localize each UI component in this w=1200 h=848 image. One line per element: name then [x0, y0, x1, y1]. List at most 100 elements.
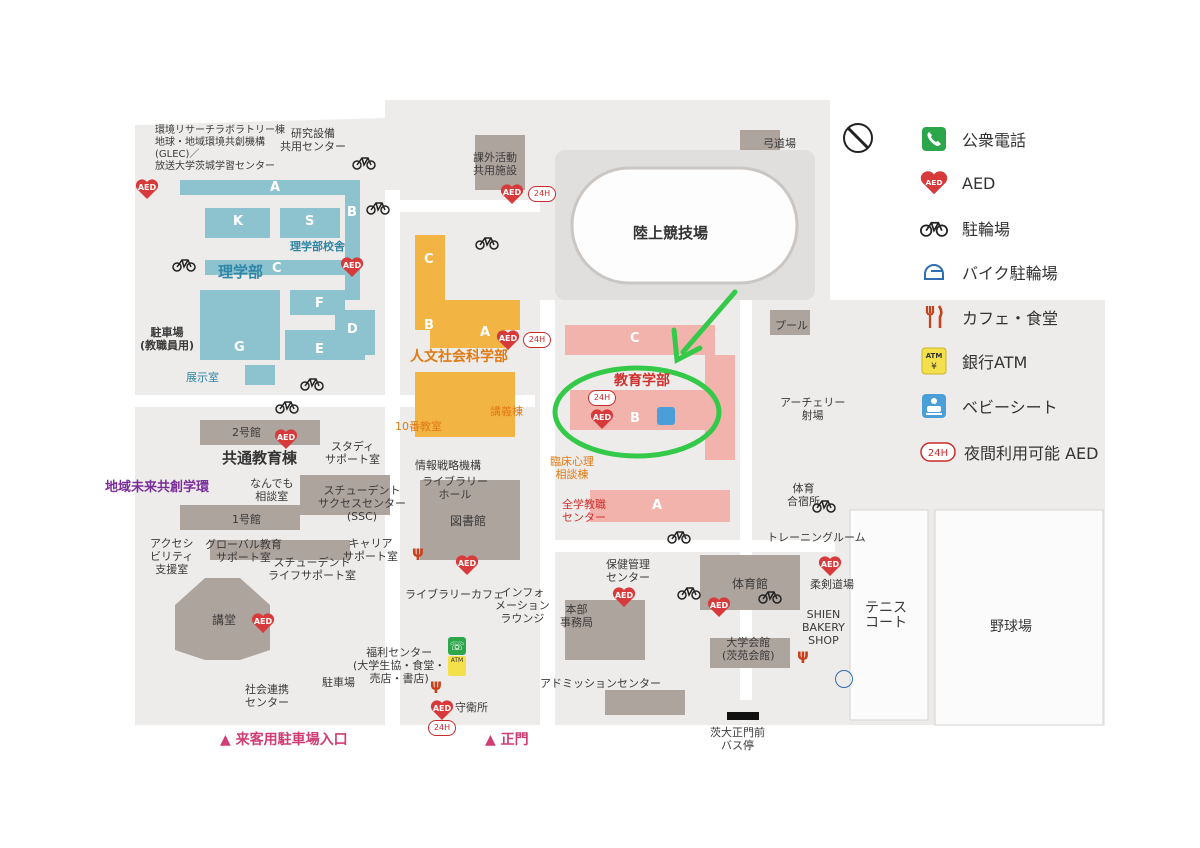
legend-item-24h: 24H 夜間利用可能 AED: [920, 437, 1098, 467]
label-training-room: トレーニングルーム: [767, 531, 866, 544]
public-phone-icon: ☏: [448, 637, 466, 655]
aed-icon: AED: [430, 699, 454, 721]
sports-fields: [849, 509, 1104, 726]
label-info-strategy: 情報戦略機構: [415, 459, 481, 472]
svg-text:AED: AED: [925, 178, 942, 187]
label-library-hall: ライブラリー ホール: [422, 475, 488, 501]
science-buildings: [180, 180, 375, 385]
label-science-school: 理学部: [218, 263, 264, 281]
bicycle-icon: [300, 375, 324, 391]
badge-24h-icon: 24H: [528, 186, 556, 202]
block-science-a: A: [270, 180, 281, 195]
label-guard: 守衛所: [455, 701, 488, 714]
visitor-parking-entrance: ▲ 来客用駐車場入口: [220, 732, 348, 748]
label-tennis: テニス コート: [865, 600, 907, 631]
label-clinical: 臨床心理 相談棟: [550, 455, 594, 481]
bicycle-icon: [275, 398, 299, 414]
label-science-campus: 理学部校舎: [290, 240, 345, 253]
legend-item-baby: ベビーシート: [920, 391, 1058, 421]
label-ssc: スチューデント サクセスセンター (SSC): [318, 484, 406, 523]
label-stadium: 陸上競技場: [633, 224, 709, 242]
label-admission: アドミッションセンター: [540, 677, 661, 690]
badge-24h-icon: 24H: [588, 390, 616, 406]
label-life-support: スチューデント ライフサポート室: [268, 556, 356, 582]
block-science-d: D: [347, 322, 358, 337]
bicycle-icon: [366, 199, 390, 215]
legend-item-cafe: カフェ・食堂: [920, 302, 1058, 332]
label-archery-hall: 弓道場: [763, 137, 796, 150]
highlight-ellipse: [552, 365, 722, 459]
legend-label: AED: [962, 173, 996, 193]
label-library-cafe: ライブラリーカフェ: [405, 588, 504, 601]
badge-24h-icon: 24H: [523, 332, 551, 348]
aed-icon: AED: [340, 256, 364, 278]
label-teacher-center: 全学教職 センター: [562, 498, 606, 524]
label-archery-range: アーチェリー 射場: [780, 396, 846, 422]
bicycle-icon: [677, 584, 701, 600]
bicycle-icon: [475, 234, 499, 250]
fork-knife-icon: ψ: [797, 646, 809, 664]
label-regional: 社会連携 センター: [245, 683, 289, 709]
label-health: 保健管理 センター: [606, 558, 650, 584]
badge-24h-icon: 24H: [920, 438, 956, 466]
block-edu-b: B: [630, 411, 640, 426]
label-baseball: 野球場: [990, 619, 1032, 635]
humanities-buildings: [415, 235, 520, 437]
label-accessibility: アクセシ ビリティ 支援室: [150, 537, 194, 576]
label-hq: 本部 事務局: [560, 603, 593, 629]
label-lecture-bldg: 講義棟: [490, 405, 523, 418]
label-common-edu: 共通教育棟: [222, 449, 298, 467]
label-parking: 駐車場: [322, 676, 355, 689]
label-exhibition: 展示室: [186, 371, 219, 384]
label-consult: なんでも 相談室: [250, 477, 294, 503]
stadium: [555, 150, 815, 300]
fork-knife-icon: ψ: [430, 676, 442, 694]
bicycle-icon: [352, 154, 376, 170]
bicycle-icon: [667, 528, 691, 544]
main-gate: ▲ 正門: [485, 732, 529, 748]
baby-seat-icon: [657, 407, 675, 425]
aed-icon: AED: [920, 169, 948, 197]
label-info-lounge: インフォ メーション ラウンジ: [495, 586, 550, 625]
label-dojo: 柔剣道場: [810, 578, 854, 591]
aed-icon: AED: [612, 586, 636, 608]
label-bldg1: 1号館: [232, 513, 261, 526]
aed-icon: AED: [455, 554, 479, 576]
label-room10: 10番教室: [395, 420, 442, 433]
label-research-equipment: 研究設備 共用センター: [280, 127, 346, 153]
bicycle-icon: [758, 588, 782, 604]
block-hum-b: B: [424, 318, 434, 333]
legend-label: 公衆電話: [962, 131, 1027, 150]
aed-icon: AED: [590, 408, 614, 430]
block-hum-a: A: [480, 325, 491, 340]
svg-text:¥: ¥: [931, 362, 937, 372]
legend-label: 駐輪場: [962, 220, 1011, 239]
bicycle-icon: [172, 256, 196, 272]
aed-icon: AED: [251, 612, 275, 634]
legend-item-bicycle: 駐輪場: [920, 213, 1010, 243]
label-study-support: スタディ サポート室: [325, 440, 380, 466]
bicycle-icon: [812, 497, 836, 513]
label-lodging: 体育 合宿所: [787, 482, 820, 508]
bicycle-icon: [920, 214, 948, 242]
fork-knife-icon: ψ: [412, 543, 424, 561]
label-extracurricular: 課外活動 共用施設: [473, 151, 517, 177]
atm-icon: ATM¥: [920, 347, 948, 375]
green-arrow: [671, 289, 738, 364]
motorbike-helmet-icon: [835, 670, 853, 688]
label-bakery: SHIEN BAKERY SHOP: [802, 608, 845, 647]
legend-label: カフェ・食堂: [962, 309, 1059, 328]
aed-icon: AED: [135, 178, 159, 200]
motorbike-helmet-icon: [920, 258, 948, 286]
general-buildings: [175, 130, 810, 715]
label-gym: 体育館: [732, 577, 769, 591]
block-hum-c: C: [424, 252, 434, 267]
badge-24h-icon: 24H: [428, 720, 456, 736]
fork-knife-icon: [920, 303, 948, 331]
aed-icon: AED: [500, 183, 524, 205]
label-global: グローバル教育 サポート室: [205, 538, 282, 564]
label-env-research: 環境リサーチラボラトリー棟 地球・地域環境共創機構 (GLEC)／ 放送大学茨城…: [155, 125, 285, 172]
bus-stop-bar: [727, 712, 759, 720]
block-science-k: K: [233, 214, 244, 229]
